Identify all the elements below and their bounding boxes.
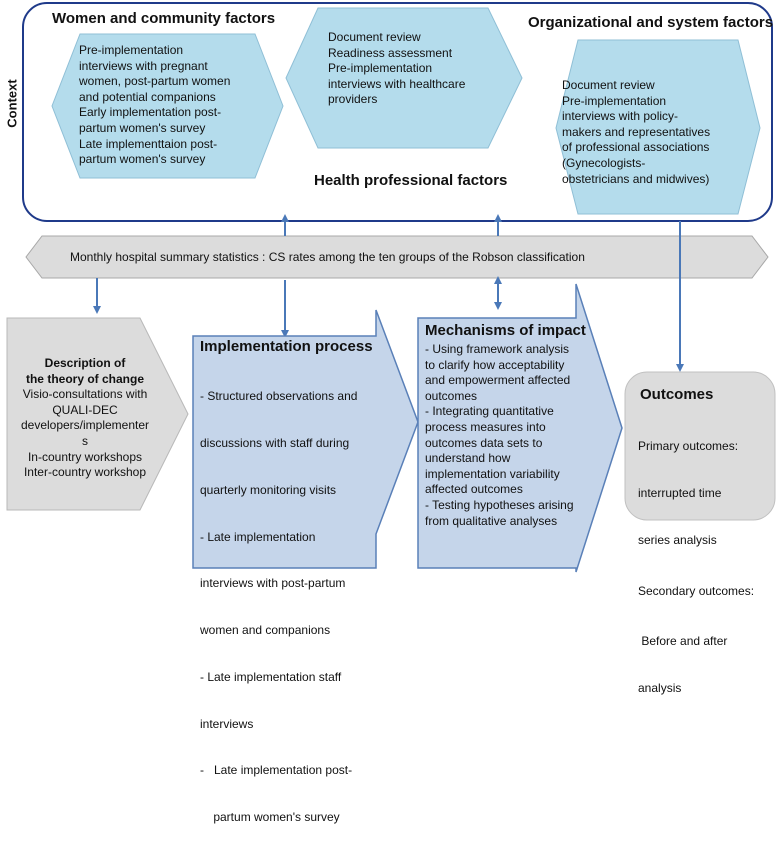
women-line: and potential companions (79, 89, 216, 104)
theory-line: s (82, 433, 88, 448)
implementation-line: - Late implementation staff (200, 669, 342, 684)
outcomes-text: Primary outcomes: interrupted time serie… (638, 408, 773, 712)
theory-line: Inter-country workshop (23, 465, 147, 480)
women-factors-hexagon (51, 33, 284, 179)
org-line: Pre-implementation (562, 93, 667, 108)
women-line: women, post-partum women (79, 74, 231, 89)
women-line: interviews with pregnant (79, 58, 208, 73)
mechanisms-line: implementation variability (425, 466, 560, 481)
health-line: providers (328, 92, 378, 107)
mechanisms-line: process measures into (425, 419, 546, 434)
mechanisms-line: understand how (425, 451, 511, 466)
implementation-text: - Structured observations and discussion… (200, 358, 385, 841)
implementation-line: partum women's survey (200, 810, 340, 825)
outcomes-line: series analysis (638, 532, 717, 547)
mechanisms-line: affected outcomes (425, 482, 523, 497)
implementation-line: - Structured observations and (200, 389, 358, 404)
women-line: Early implementation post- (79, 105, 222, 120)
theory-arrow (6, 317, 189, 511)
health-line: Document review (328, 30, 421, 44)
outcomes-line: Secondary outcomes: (638, 583, 755, 598)
outcomes-line: interrupted time (638, 485, 722, 500)
mechanisms-line: outcomes data sets to (425, 435, 543, 450)
implementation-line: - Late implementation post- (200, 763, 353, 778)
implementation-title: Implementation process (200, 338, 373, 355)
implementation-line: - Late implementation (200, 529, 316, 544)
health-factors-title: Health professional factors (314, 172, 508, 189)
org-line: obstetricians and midwives) (562, 171, 710, 186)
org-line: makers and representatives (562, 124, 711, 139)
women-line: Late implementtaion post- (79, 136, 218, 151)
mechanisms-line: - Using framework analysis (425, 342, 570, 356)
theory-line: developers/implementer (20, 418, 150, 433)
mechanisms-line: to clarify how acceptability (425, 357, 565, 372)
outcomes-line: Primary outcomes: (638, 439, 739, 454)
women-line: partum women's survey (79, 120, 206, 135)
theory-title-line: the theory of change (25, 371, 144, 386)
theory-line: In-country workshops (27, 449, 143, 464)
mechanisms-arrow (417, 283, 623, 573)
health-factors-text: Document review Readiness assessment Pre… (328, 30, 508, 108)
implementation-arrow (192, 309, 419, 569)
implementation-line: women and companions (200, 623, 331, 638)
women-line: partum women's survey (79, 152, 206, 167)
mechanisms-title: Mechanisms of impact (425, 322, 586, 339)
mechanisms-line: - Testing hypotheses arising (425, 497, 574, 512)
theory-text: Description of the theory of change Visi… (10, 356, 160, 481)
theory-line: Visio-consultations with (22, 387, 148, 402)
women-factors-text: Pre-implementation interviews with pregn… (79, 43, 279, 168)
outcomes-title: Outcomes (640, 386, 714, 403)
implementation-line: interviews with post-partum (200, 576, 346, 591)
org-line: interviews with policy- (562, 109, 679, 124)
implementation-line: interviews (200, 716, 254, 731)
org-line: (Gynecologists- (562, 155, 646, 170)
mechanisms-line: and empowerment affected (425, 373, 571, 388)
theory-line: QUALI-DEC (52, 402, 118, 417)
mechanisms-line: from qualitative analyses (425, 513, 558, 528)
health-factors-hexagon (285, 7, 523, 149)
health-line: interviews with healthcare (328, 76, 466, 91)
org-factors-hexagon (555, 39, 761, 215)
health-line: Pre-implementation (328, 61, 433, 76)
mechanisms-line: - Integrating quantitative (425, 404, 554, 419)
org-factors-title: Organizational and system factors (528, 14, 774, 31)
outcomes-line: Before and after (638, 634, 728, 649)
org-line: of professional associations (562, 140, 710, 155)
diagram-canvas (6, 2, 776, 573)
theory-title-line: Description of (44, 356, 126, 370)
org-line: Document review (562, 78, 655, 92)
women-line: Pre-implementation (79, 43, 184, 57)
robson-banner-text: Monthly hospital summary statistics : CS… (70, 250, 585, 264)
mechanisms-line: outcomes (425, 388, 478, 403)
health-line: Readiness assessment (328, 45, 453, 60)
women-factors-title: Women and community factors (52, 10, 276, 27)
robson-banner (25, 235, 769, 279)
mechanisms-text: - Using framework analysis to clarify ho… (425, 342, 595, 529)
org-factors-text: Document review Pre-implementation inter… (562, 78, 752, 187)
context-label: Context (4, 79, 20, 128)
outcomes-box (624, 371, 776, 521)
implementation-line: quarterly monitoring visits (200, 482, 337, 497)
outcomes-line: analysis (638, 681, 682, 696)
implementation-line: discussions with staff during (200, 435, 350, 450)
